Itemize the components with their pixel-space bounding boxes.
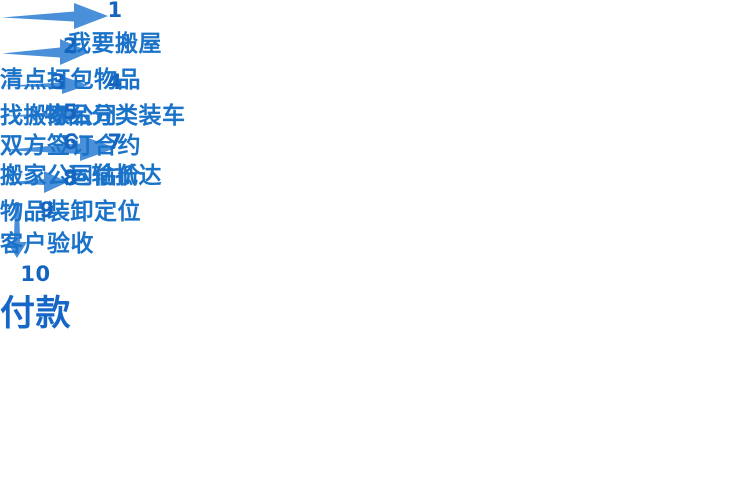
step-label: 物品分类装车 (44, 103, 186, 129)
arrow-7-to-8-icon (0, 132, 750, 168)
arrow-5-to-6-icon (0, 102, 750, 132)
flow-step-8[interactable]: 8 物品装卸定位 (0, 168, 141, 225)
step-label: 运输抵达 (68, 163, 162, 189)
arrow-2-to-3-icon (0, 36, 750, 72)
step-label: 双方签订合约 (0, 133, 141, 159)
step-number: 6 (62, 130, 79, 154)
flow-step-2[interactable]: 2 清点打包物品 (0, 36, 141, 93)
arrow-1-to-2-icon (0, 0, 750, 36)
step-label: 搬家公司估价 (0, 163, 141, 189)
step-label: 客户验收 (0, 231, 94, 257)
flow-step-5[interactable]: 5 双方签订合约 (0, 102, 141, 159)
step-number: 4 (107, 70, 123, 94)
arrow-8-to-10-icon (0, 200, 750, 264)
flow-step-4[interactable]: 4 物品分类装车 (0, 72, 230, 129)
flow-step-1[interactable]: 1 我要搬屋 (0, 0, 230, 57)
flow-step-10[interactable]: 10 付款 (0, 264, 71, 334)
step-label: 清点打包物品 (0, 67, 141, 93)
step-label: 物品装卸定位 (0, 199, 141, 225)
step-number: 10 (20, 262, 51, 286)
step-number: 7 (107, 130, 123, 154)
flow-step-6[interactable]: 6 搬家公司估价 (0, 132, 141, 189)
step-number: 3 (51, 70, 67, 94)
flow-step-9[interactable]: 9 客户验收 (0, 200, 94, 257)
arrow-8-to-9-icon (0, 168, 750, 200)
step-number: 1 (107, 0, 123, 22)
step-label: 找搬家公司 (0, 103, 118, 129)
step-number: 5 (62, 100, 79, 124)
flow-step-7[interactable]: 7 运输抵达 (0, 132, 230, 189)
step-label: 付款 (0, 294, 72, 334)
arrow-4-to-5-icon (0, 72, 750, 102)
step-number: 8 (62, 166, 79, 190)
flow-step-3[interactable]: 3 找搬家公司 (0, 72, 118, 129)
step-label: 我要搬屋 (68, 31, 162, 57)
step-number: 2 (62, 34, 79, 58)
step-number: 9 (39, 198, 55, 222)
